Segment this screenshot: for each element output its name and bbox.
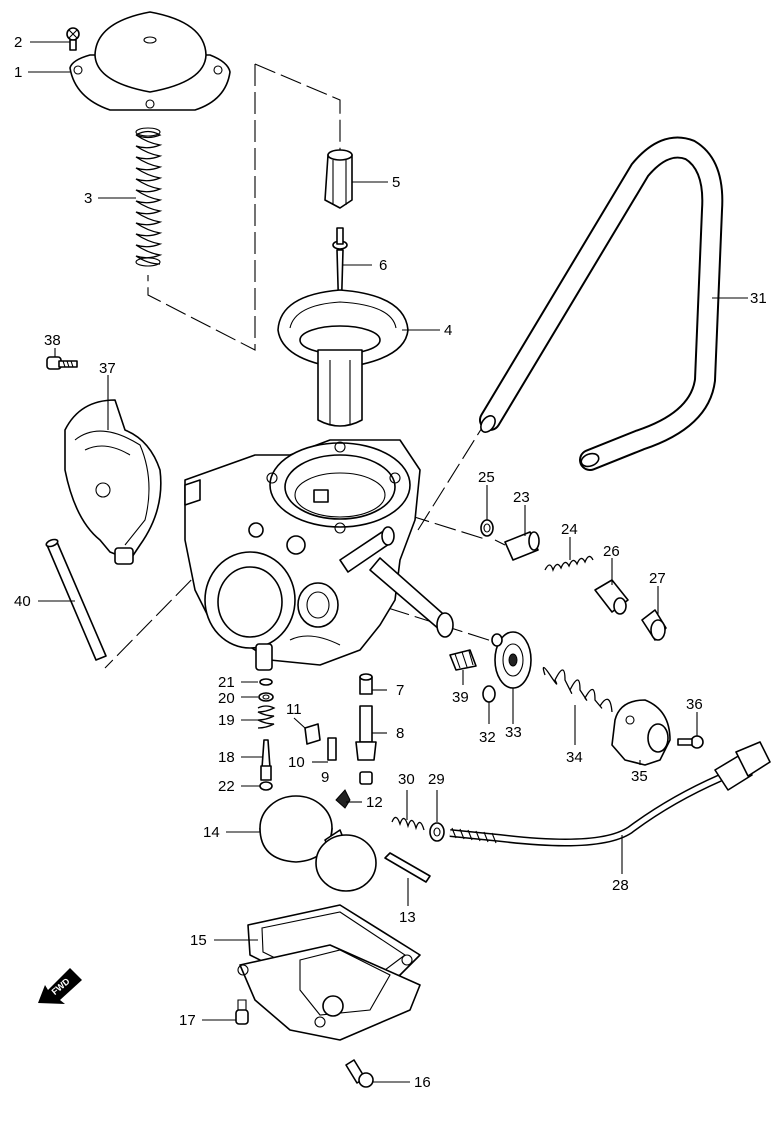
callout-23: 23 xyxy=(513,489,530,506)
callout-4: 4 xyxy=(444,322,452,339)
needle-holder xyxy=(324,149,353,209)
diaphragm-33 xyxy=(491,631,532,689)
callout-29: 29 xyxy=(428,771,445,788)
callout-37: 37 xyxy=(99,360,116,377)
callout-9: 9 xyxy=(321,769,329,786)
callout-15: 15 xyxy=(190,932,207,949)
callout-35: 35 xyxy=(631,768,648,785)
callout-21: 21 xyxy=(218,674,235,691)
diaphragm-spring xyxy=(135,127,163,267)
nut-26 xyxy=(594,579,629,615)
drain-rod xyxy=(45,538,107,661)
leader-lines xyxy=(28,41,748,1083)
spring-30 xyxy=(391,816,425,831)
callout-27: 27 xyxy=(649,570,666,587)
washer-29 xyxy=(429,822,445,842)
jet-parts xyxy=(257,673,377,809)
callout-17: 17 xyxy=(179,1012,196,1029)
callout-31: 31 xyxy=(750,290,767,307)
callout-39: 39 xyxy=(452,689,469,706)
float-bowl xyxy=(237,904,421,1041)
cap-screw xyxy=(66,27,80,51)
callout-34: 34 xyxy=(566,749,583,766)
callout-12: 12 xyxy=(366,794,383,811)
callout-6: 6 xyxy=(379,257,387,274)
callout-18: 18 xyxy=(218,749,235,766)
callout-25: 25 xyxy=(478,469,495,486)
callout-14: 14 xyxy=(203,824,220,841)
callouts: 2 1 3 4 5 6 31 38 37 40 25 23 24 26 27 3… xyxy=(14,34,767,1091)
carburetor-body xyxy=(184,439,454,671)
cover-screw xyxy=(46,356,78,370)
pin-39 xyxy=(449,649,477,671)
callout-10: 10 xyxy=(288,754,305,771)
choke-cable xyxy=(449,741,771,847)
drain-screw-16 xyxy=(345,1059,374,1088)
cover-35 xyxy=(611,699,671,766)
callout-22: 22 xyxy=(218,778,235,795)
washer-32 xyxy=(482,685,496,703)
callout-16: 16 xyxy=(414,1074,431,1091)
callout-2: 2 xyxy=(14,34,22,51)
cap-27 xyxy=(641,609,667,641)
callout-40: 40 xyxy=(14,593,31,610)
callout-11: 11 xyxy=(286,701,302,718)
callout-38: 38 xyxy=(44,332,61,349)
plunger-23 xyxy=(494,531,540,561)
callout-26: 26 xyxy=(603,543,620,560)
callout-3: 3 xyxy=(84,190,92,207)
washer-25 xyxy=(480,519,494,537)
vent-tube xyxy=(479,136,724,471)
fwd-arrow-icon: FWD xyxy=(38,968,82,1004)
callout-32: 32 xyxy=(479,729,496,746)
callout-13: 13 xyxy=(399,909,416,926)
callout-8: 8 xyxy=(396,725,404,742)
callout-33: 33 xyxy=(505,724,522,741)
callout-28: 28 xyxy=(612,877,629,894)
diaphragm-piston xyxy=(277,289,409,427)
callout-30: 30 xyxy=(398,771,415,788)
spring-34 xyxy=(542,666,613,713)
callout-1: 1 xyxy=(14,64,22,81)
callout-20: 20 xyxy=(218,690,235,707)
side-cover xyxy=(64,399,162,565)
callout-7: 7 xyxy=(396,682,404,699)
spring-24 xyxy=(544,555,594,572)
callout-5: 5 xyxy=(392,174,400,191)
top-cap xyxy=(69,11,231,111)
screw-36 xyxy=(677,735,704,749)
callout-36: 36 xyxy=(686,696,703,713)
float xyxy=(259,795,377,892)
pin-13 xyxy=(384,852,431,883)
bowl-screw-17 xyxy=(235,999,249,1025)
callout-19: 19 xyxy=(218,712,235,729)
callout-24: 24 xyxy=(561,521,578,538)
